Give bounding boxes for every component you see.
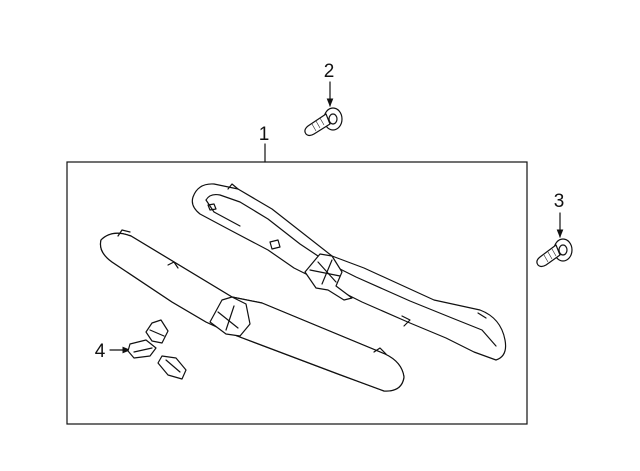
- mesh-line: [612, 220, 640, 400]
- mesh-line: [516, 220, 640, 400]
- mesh-line: [0, 220, 24, 400]
- assembly-frame: [66, 161, 528, 425]
- callout-2: 2: [304, 61, 343, 137]
- callout-4: 4: [95, 319, 187, 380]
- callout-2-label: 2: [324, 61, 335, 82]
- mesh-line: [576, 220, 640, 400]
- mesh-line: [564, 220, 640, 400]
- mesh-line: [516, 220, 640, 400]
- mesh-line: [0, 220, 48, 400]
- mesh-line: [0, 220, 84, 400]
- upper-molding: [191, 183, 507, 361]
- mesh-line: [100, 233, 109, 392]
- mesh-line: [0, 220, 96, 400]
- mesh-line: [576, 220, 640, 400]
- callout-3: 3: [536, 191, 573, 268]
- mesh-line: [0, 220, 84, 400]
- mesh-line: [624, 220, 640, 400]
- mesh-line: [612, 220, 640, 400]
- mesh-line: [564, 220, 640, 400]
- mesh-line: [528, 220, 640, 400]
- mesh-line: [588, 220, 640, 400]
- mesh-line: [624, 220, 640, 400]
- mesh-line: [456, 220, 636, 400]
- mesh-line: [588, 220, 640, 400]
- mesh-line: [0, 220, 36, 400]
- screw-icon: [536, 238, 573, 268]
- mesh-line: [100, 233, 181, 392]
- callout-1-label: 1: [259, 124, 270, 145]
- mesh-line: [0, 220, 12, 400]
- screw-icon: [304, 107, 343, 137]
- callout-3-label: 3: [554, 191, 565, 212]
- mesh-line: [0, 220, 60, 400]
- callout-1: 1: [259, 124, 270, 163]
- mesh-line: [600, 220, 640, 400]
- mesh-line: [100, 233, 181, 392]
- mesh-line: [0, 220, 36, 400]
- mesh-line: [0, 220, 60, 400]
- mesh-line: [0, 220, 12, 400]
- mesh-line: [0, 220, 24, 400]
- mesh-line: [456, 220, 636, 400]
- mesh-line: [528, 220, 640, 400]
- mesh-line: [0, 220, 96, 400]
- mesh-line: [600, 220, 640, 400]
- mesh-line: [0, 220, 72, 400]
- mesh-line: [0, 220, 72, 400]
- mesh-line: [636, 220, 640, 400]
- callout-4-label: 4: [95, 341, 106, 362]
- mesh-line: [100, 233, 109, 392]
- mesh-line: [0, 220, 48, 400]
- emblem-icon: [127, 319, 187, 380]
- mesh-line: [636, 220, 640, 400]
